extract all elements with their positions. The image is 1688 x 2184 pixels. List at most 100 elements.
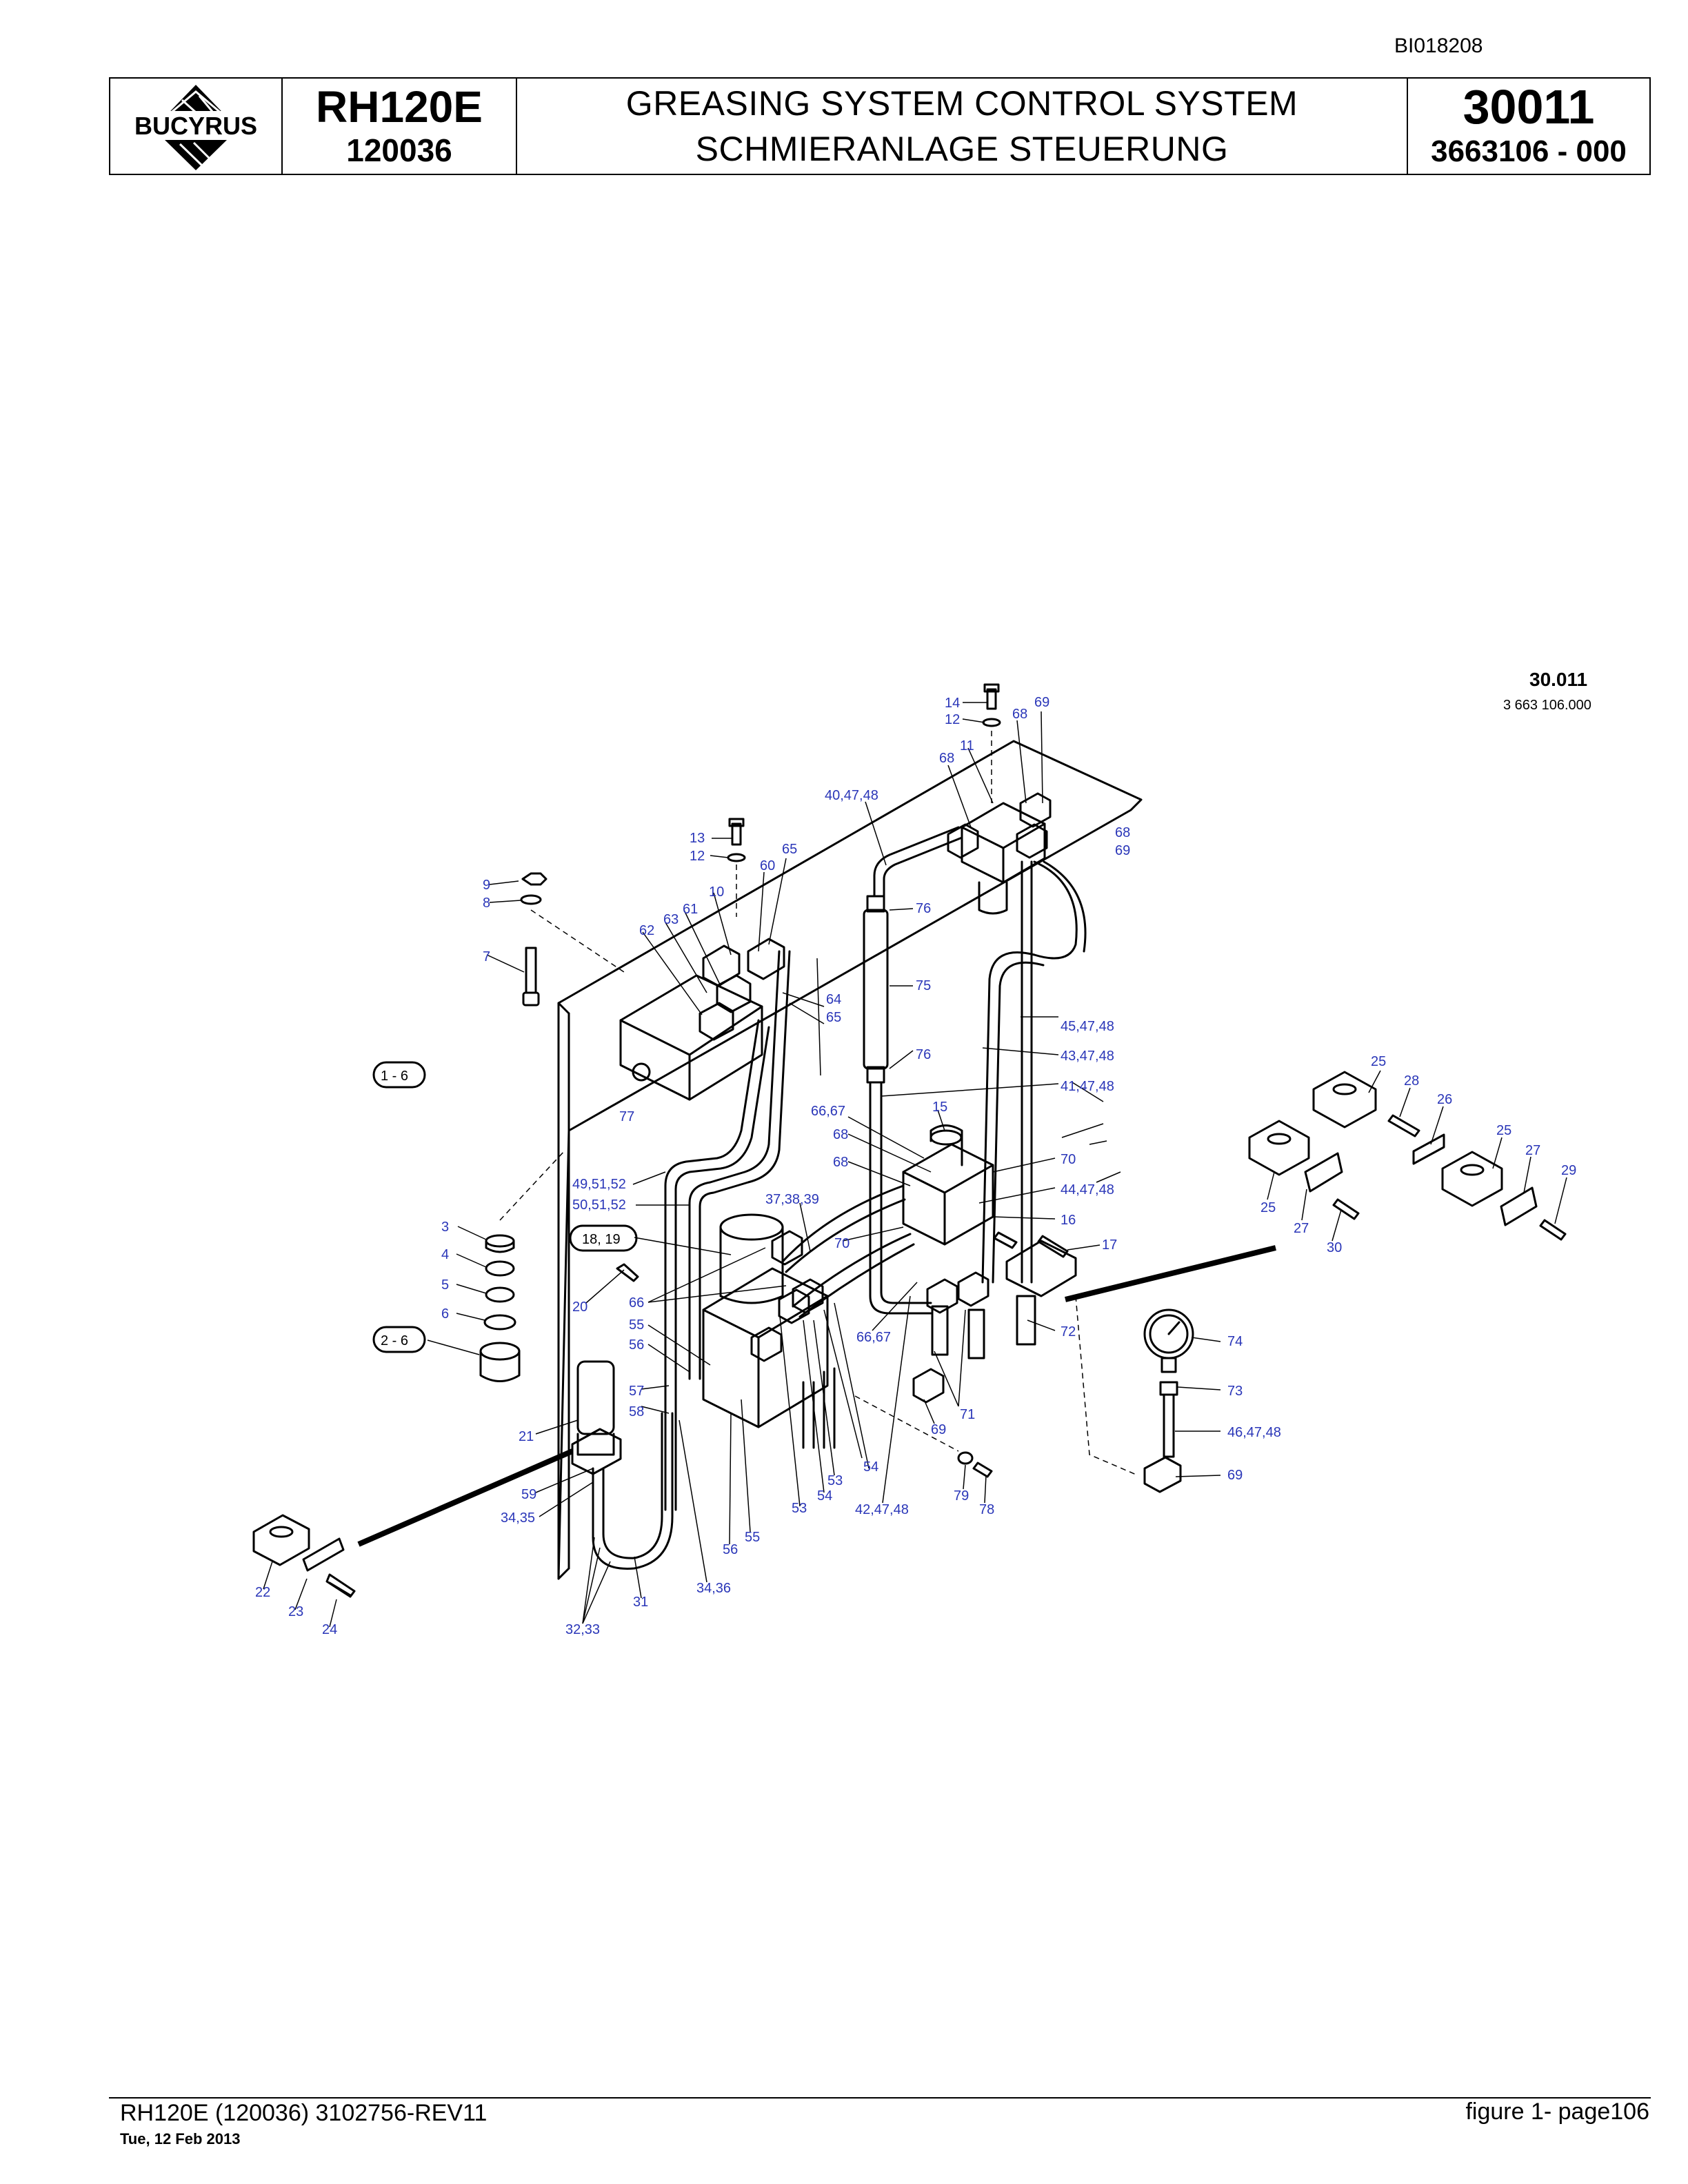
callout-label: 60: [760, 858, 775, 873]
callout-label: 55: [629, 1317, 644, 1333]
callout-label: 10: [709, 884, 724, 900]
part-number: 3663106 - 000: [1431, 134, 1627, 168]
callout-label: 34,35: [501, 1510, 535, 1526]
callout-label: 30: [1327, 1240, 1342, 1255]
callout-label: 58: [629, 1404, 644, 1419]
callout-label: 37,38,39: [765, 1192, 819, 1207]
callout-label: 76: [916, 1047, 931, 1062]
footer-date: Tue, 12 Feb 2013: [120, 2130, 241, 2147]
callout-label: 65: [782, 842, 797, 857]
callout-label: 66,67: [811, 1104, 845, 1119]
callout-label: 69: [1115, 843, 1130, 858]
callout-label: 61: [683, 902, 698, 917]
callout-label: 57: [629, 1384, 644, 1399]
title-english: GREASING SYSTEM CONTROL SYSTEM: [625, 84, 1298, 123]
callout-label: 49,51,52: [572, 1177, 626, 1192]
callout-label: 68: [1115, 825, 1130, 840]
callout-label: 78: [979, 1502, 994, 1517]
callout-label: 34,36: [696, 1581, 731, 1596]
callout-label: 1 - 6: [381, 1069, 408, 1084]
callout-label: 68: [1012, 707, 1027, 722]
callout-label: 24: [322, 1622, 337, 1637]
callout-label: 23: [288, 1604, 303, 1619]
control-block: [902, 1143, 994, 1246]
callout-label: 68: [833, 1127, 848, 1142]
callout-label: 12: [690, 849, 705, 864]
callout-label: 62: [639, 923, 654, 938]
serial-number: 120036: [346, 132, 452, 168]
callout-label: 14: [945, 696, 960, 711]
callout-label: 77: [619, 1109, 634, 1124]
callout-label: 22: [255, 1585, 270, 1600]
reservoir: [719, 1213, 784, 1241]
model-cell: RH120E 120036: [283, 79, 517, 174]
footer-document-ref: RH120E (120036) 3102756-REV11: [120, 2100, 488, 2126]
callout-label: 44,47,48: [1061, 1182, 1114, 1197]
callout-label: 53: [792, 1501, 807, 1516]
callout-label: 69: [1034, 695, 1049, 710]
solenoid-valve: [576, 1360, 615, 1435]
callout-label: 70: [1061, 1152, 1076, 1167]
callout-label: 75: [916, 978, 931, 993]
footer-rule: [109, 2097, 1651, 2099]
callout-label: 64: [826, 992, 841, 1007]
callout-label: 73: [1227, 1384, 1243, 1399]
callout-label: 8: [483, 896, 490, 911]
callout-label: 74: [1227, 1334, 1243, 1349]
callout-label: 40,47,48: [825, 788, 878, 803]
callout-label: 13: [690, 831, 705, 846]
figure-part-ref: 3 663 106.000: [1503, 698, 1591, 713]
callout-label: 68: [833, 1155, 848, 1170]
callout-label: 32,33: [565, 1622, 600, 1637]
callout-label: 69: [1227, 1468, 1243, 1483]
callout-label: 69: [931, 1422, 946, 1437]
callout-label: 45,47,48: [1061, 1019, 1114, 1034]
callout-label: 27: [1294, 1221, 1309, 1236]
callout-label: 68: [939, 751, 954, 766]
callout-label: 70: [834, 1236, 850, 1251]
callout-label: 31: [633, 1595, 648, 1610]
callout-label: 53: [827, 1473, 843, 1488]
callout-label: 25: [1260, 1200, 1276, 1215]
callout-label: 71: [960, 1407, 975, 1422]
logo-text: BUCYRUS: [134, 112, 257, 140]
document-id: BI018208: [1394, 34, 1483, 57]
callout-label: 27: [1525, 1143, 1540, 1158]
callout-label: 11: [960, 738, 974, 754]
valve-block-upper: [961, 802, 1046, 884]
footer-page-ref: figure 1- page106: [1465, 2099, 1649, 2125]
callout-label: 63: [663, 912, 679, 927]
callout-label: 21: [519, 1429, 534, 1444]
callout-label: 43,47,48: [1061, 1049, 1114, 1064]
callout-label: 55: [745, 1530, 760, 1545]
callout-label: 25: [1496, 1123, 1511, 1138]
callout-label: 9: [483, 878, 490, 893]
group-number: 30011: [1463, 80, 1595, 134]
mounting-plate: [557, 740, 1143, 1580]
callout-label: 54: [863, 1459, 878, 1475]
callout-label: 18, 19: [582, 1232, 621, 1247]
callout-label: 3: [441, 1220, 449, 1235]
callout-label: 56: [629, 1337, 644, 1353]
callout-label: 12: [945, 712, 960, 727]
callout-label: 5: [441, 1277, 449, 1293]
filter: [863, 909, 889, 1070]
callout-label: 2 - 6: [381, 1333, 408, 1348]
callout-label: 29: [1561, 1163, 1576, 1178]
number-cell: 30011 3663106 - 000: [1408, 79, 1649, 174]
valve-block-lower: [702, 1267, 829, 1428]
callout-label: 54: [817, 1488, 832, 1504]
callout-label: 50,51,52: [572, 1197, 626, 1213]
callout-label: 15: [932, 1100, 947, 1115]
callout-label: 79: [954, 1488, 969, 1504]
callout-label: 6: [441, 1306, 449, 1322]
callout-label: 76: [916, 901, 931, 916]
callout-label: 56: [723, 1542, 738, 1557]
callout-label: 59: [521, 1487, 536, 1502]
bucyrus-logo: BUCYRUS: [123, 85, 268, 170]
callout-label: 66: [629, 1295, 644, 1311]
logo-cell: BUCYRUS: [110, 79, 283, 174]
callout-label: 7: [483, 949, 490, 964]
callout-label: 17: [1102, 1237, 1117, 1253]
